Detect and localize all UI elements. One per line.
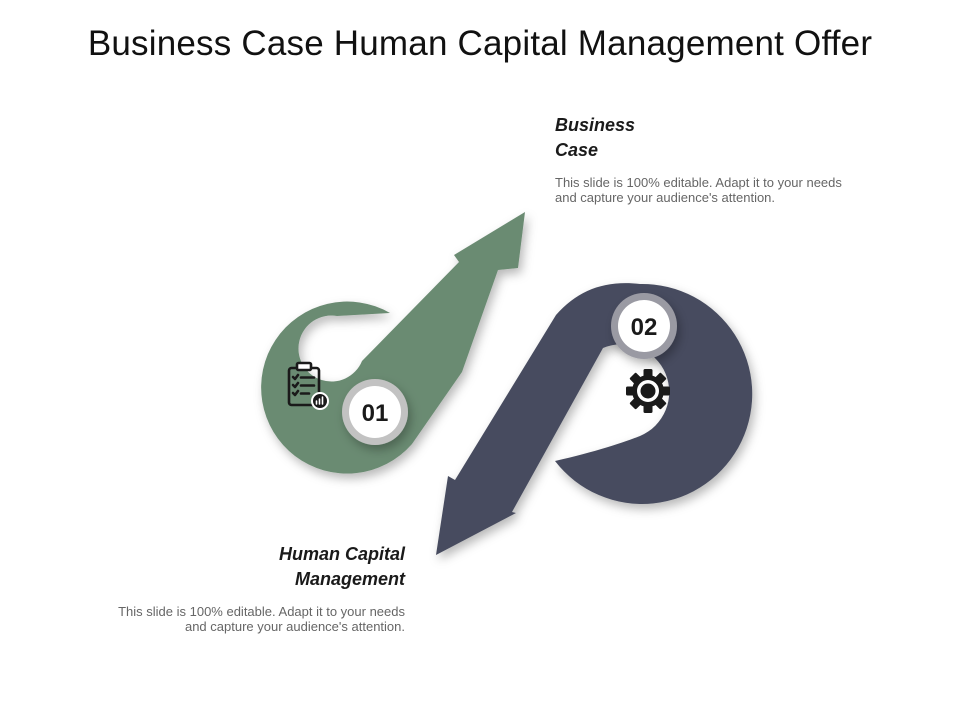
- page-title: Business Case Human Capital Management O…: [87, 24, 873, 63]
- business-case-body: This slide is 100% editable. Adapt it to…: [555, 175, 842, 205]
- human-capital-management-block: Human Capital Management This slide is 1…: [110, 542, 405, 634]
- human-capital-management-heading: Human Capital Management: [278, 544, 405, 589]
- gear-icon: [626, 369, 670, 413]
- clipboard-checklist-icon: [287, 361, 329, 410]
- navy-loop-arrow: [436, 283, 753, 555]
- badge-02-label: 02: [631, 314, 658, 341]
- green-loop-arrow: [261, 212, 525, 474]
- badge-01-label: 01: [362, 400, 389, 427]
- human-capital-management-body: This slide is 100% editable. Adapt it to…: [118, 604, 405, 634]
- business-case-heading: Business Case: [555, 115, 636, 160]
- badge-02: 02: [611, 293, 677, 359]
- business-case-block: Business Case This slide is 100% editabl…: [555, 113, 845, 205]
- badge-01: 01: [342, 379, 408, 445]
